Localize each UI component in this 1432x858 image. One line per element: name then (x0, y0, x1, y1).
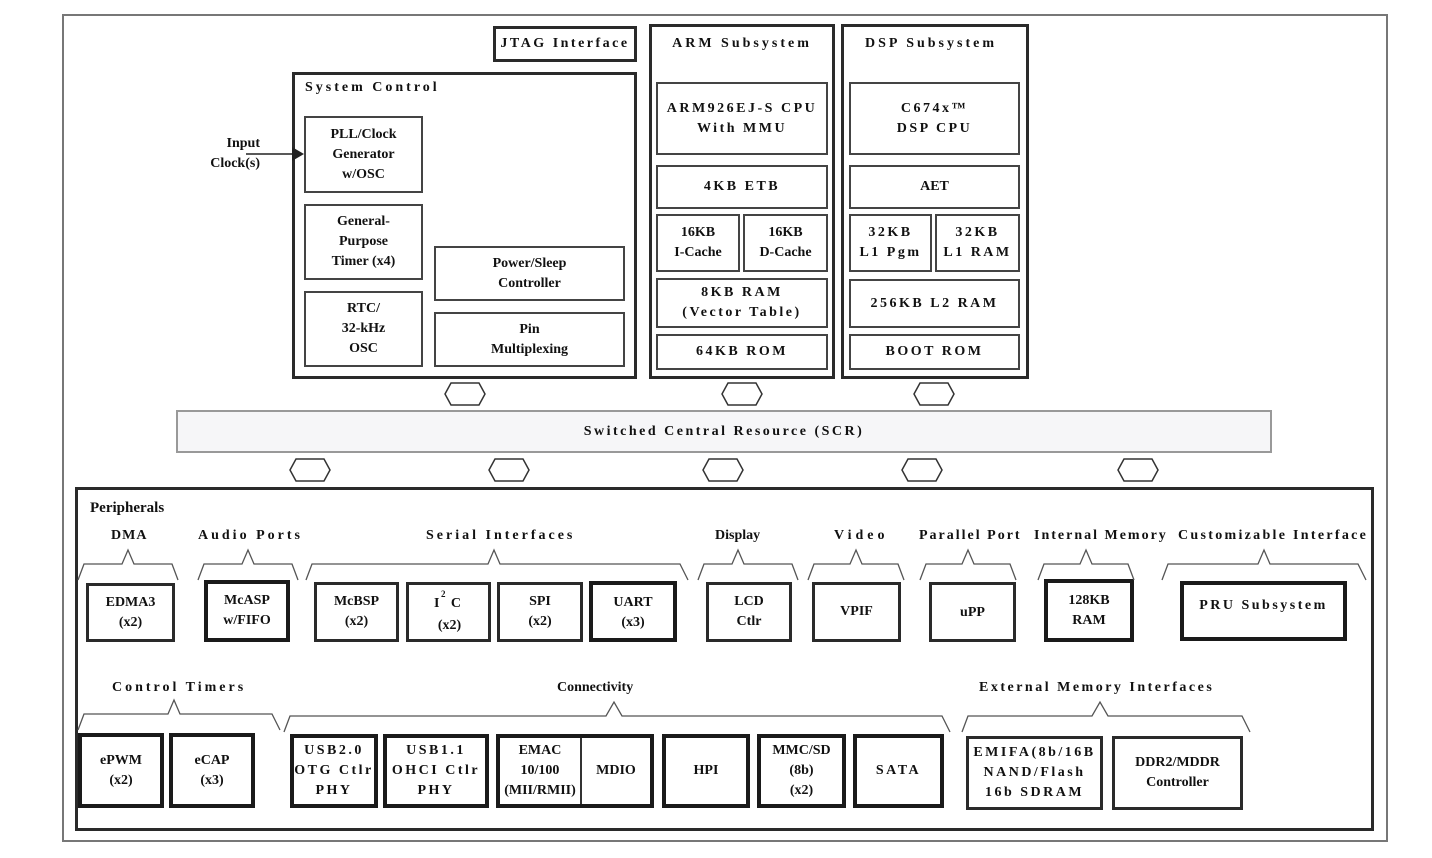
system-control-title: System Control (305, 80, 440, 95)
serial-interfaces-group-label: Serial Interfaces (426, 528, 576, 543)
brace-connectivity (283, 700, 951, 733)
usb20-otg-block: USB2.0 OTG Ctlr PHY (290, 734, 378, 808)
video-group-label: Video (834, 528, 889, 543)
mcasp-block: McASP w/FIFO (204, 580, 290, 642)
brace-control-timers (77, 698, 281, 731)
dsp-aet-block: AET (849, 165, 1020, 209)
pru-subsystem-block: PRU Subsystem (1180, 581, 1347, 641)
bus-connector (488, 458, 530, 482)
brace-internal-memory (1037, 548, 1135, 581)
general-purpose-timer-block: General- Purpose Timer (x4) (304, 204, 423, 280)
internal-memory-group-label: Internal Memory (1034, 528, 1168, 543)
arm-etb-block: 4KB ETB (656, 165, 828, 209)
audio-ports-group-label: Audio Ports (198, 528, 303, 543)
bus-connector (913, 382, 955, 406)
i2c-label: I C (433, 596, 466, 611)
bus-connector (901, 458, 943, 482)
rtc-osc-block: RTC/ 32-kHz OSC (304, 291, 423, 367)
arm-subsystem-title: ARM Subsystem (672, 36, 812, 51)
arm-cpu-block: ARM926EJ-S CPU With MMU (656, 82, 828, 155)
spi-block: SPI (x2) (497, 582, 583, 642)
bus-connector (721, 382, 763, 406)
hpi-block: HPI (662, 734, 750, 808)
mmc-sd-block: MMC/SD (8b) (x2) (757, 734, 846, 808)
vpif-block: VPIF (812, 582, 901, 642)
pll-clock-generator-block: PLL/Clock Generator w/OSC (304, 116, 423, 193)
dsp-l1-ram-block: 32KB L1 RAM (935, 214, 1020, 272)
i2c-block: I C 2 (x2) (406, 582, 491, 642)
control-timers-group-label: Control Timers (112, 680, 247, 695)
brace-audio (197, 548, 299, 581)
dsp-cpu-block: C674x™ DSP CPU (849, 82, 1020, 155)
lcd-controller-block: LCD Ctlr (706, 582, 792, 642)
edma3-block: EDMA3 (x2) (86, 583, 175, 642)
emac-block: EMAC 10/100 (MII/RMII) (500, 738, 582, 804)
connectivity-group-label: Connectivity (557, 680, 634, 695)
arm-icache-block: 16KB I-Cache (656, 214, 740, 272)
epwm-block: ePWM (x2) (78, 733, 164, 808)
dsp-boot-rom-block: BOOT ROM (849, 334, 1020, 370)
external-memory-group-label: External Memory Interfaces (979, 680, 1215, 695)
emifa-block: EMIFA(8b/16B NAND/Flash 16b SDRAM (966, 736, 1103, 810)
arm-rom-block: 64KB ROM (656, 334, 828, 370)
scr-bus: Switched Central Resource (SCR) (176, 410, 1272, 453)
upp-block: uPP (929, 582, 1016, 642)
i2c-count: (x2) (437, 618, 462, 633)
mcbsp-block: McBSP (x2) (314, 582, 399, 642)
input-clock-arrow (246, 147, 304, 161)
uart-block: UART (x3) (589, 581, 677, 642)
bus-connectors (289, 382, 1159, 482)
ecap-block: eCAP (x3) (169, 733, 255, 808)
usb11-ohci-block: USB1.1 OHCI Ctlr PHY (383, 734, 489, 808)
display-group-label: Display (715, 528, 761, 543)
bus-connector (1117, 458, 1159, 482)
dma-group-label: DMA (111, 528, 148, 543)
brace-video (807, 548, 905, 581)
brace-parallel (919, 548, 1017, 581)
arm-dcache-block: 16KB D-Cache (743, 214, 828, 272)
bus-connector (444, 382, 486, 406)
brace-customizable (1161, 548, 1367, 581)
customizable-interface-group-label: Customizable Interface (1178, 528, 1369, 543)
jtag-interface-block: JTAG Interface (493, 26, 637, 62)
input-clock-label: Input Clock(s) (210, 136, 260, 171)
ddr2-mddr-controller-block: DDR2/MDDR Controller (1112, 736, 1243, 810)
sata-block: SATA (853, 734, 944, 808)
brace-dma (77, 548, 179, 581)
peripherals-title: Peripherals (90, 500, 165, 516)
internal-ram-block: 128KB RAM (1044, 579, 1134, 642)
brace-display (697, 548, 799, 581)
i2c-superscript: 2 (441, 589, 446, 599)
bus-connector (289, 458, 331, 482)
dsp-subsystem-title: DSP Subsystem (865, 36, 997, 51)
emac-mdio-block (496, 734, 654, 808)
dsp-l1-pgm-block: 32KB L1 Pgm (849, 214, 932, 272)
power-sleep-controller-block: Power/Sleep Controller (434, 246, 625, 301)
pin-multiplexing-block: Pin Multiplexing (434, 312, 625, 367)
dsp-l2-ram-block: 256KB L2 RAM (849, 279, 1020, 328)
arm-ram-block: 8KB RAM (Vector Table) (656, 278, 828, 328)
bus-connector (702, 458, 744, 482)
parallel-port-group-label: Parallel Port (919, 528, 1022, 543)
brace-serial (305, 548, 689, 581)
brace-external-memory (961, 700, 1251, 733)
group-braces (77, 548, 1367, 733)
mdio-block: MDIO (596, 763, 636, 778)
